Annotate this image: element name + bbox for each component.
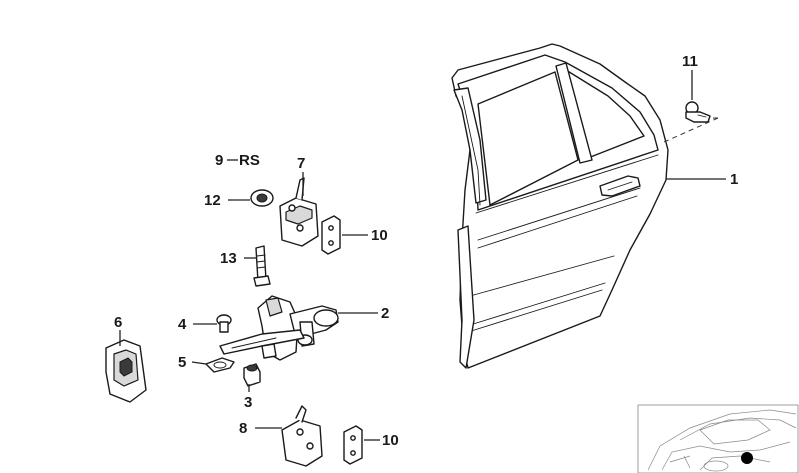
callout-6: 6 [114,314,122,331]
locator-marker [741,452,753,464]
callout-2: 2 [381,305,389,322]
callout-3: 3 [244,394,252,411]
callout-12: 12 [204,192,221,209]
callout-9-suffix: RS [239,152,260,169]
clip-part-5[interactable] [205,357,235,373]
callout-8: 8 [239,420,247,437]
callout-10-lower: 10 [382,432,399,449]
clip-part-11[interactable] [685,101,711,123]
callout-5: 5 [178,354,186,371]
car-locator-icon [637,404,799,473]
callout-10-upper: 10 [371,227,388,244]
screw-part-4[interactable] [216,314,232,333]
upper-hinge-part-7[interactable] [279,177,319,247]
rear-door[interactable] [451,43,669,369]
clip-dash-line [663,117,719,143]
grommet-part-12[interactable] [250,189,274,207]
callout-11: 11 [682,53,698,70]
leader-lines [119,70,726,441]
callout-9: 9 [215,152,223,169]
hinge-plate-part-10-lower[interactable] [343,425,363,465]
hinge-plate-part-10-upper[interactable] [321,215,341,255]
door-check-part-2[interactable] [219,295,339,361]
callout-4: 4 [178,316,187,333]
stud-part-3[interactable] [243,363,261,387]
buffer-part-6[interactable] [105,339,147,403]
callout-1: 1 [730,171,738,188]
bolt-part-13[interactable] [253,245,271,287]
callout-7: 7 [297,155,305,172]
callout-13: 13 [220,250,237,267]
lower-hinge-part-8[interactable] [281,405,323,467]
